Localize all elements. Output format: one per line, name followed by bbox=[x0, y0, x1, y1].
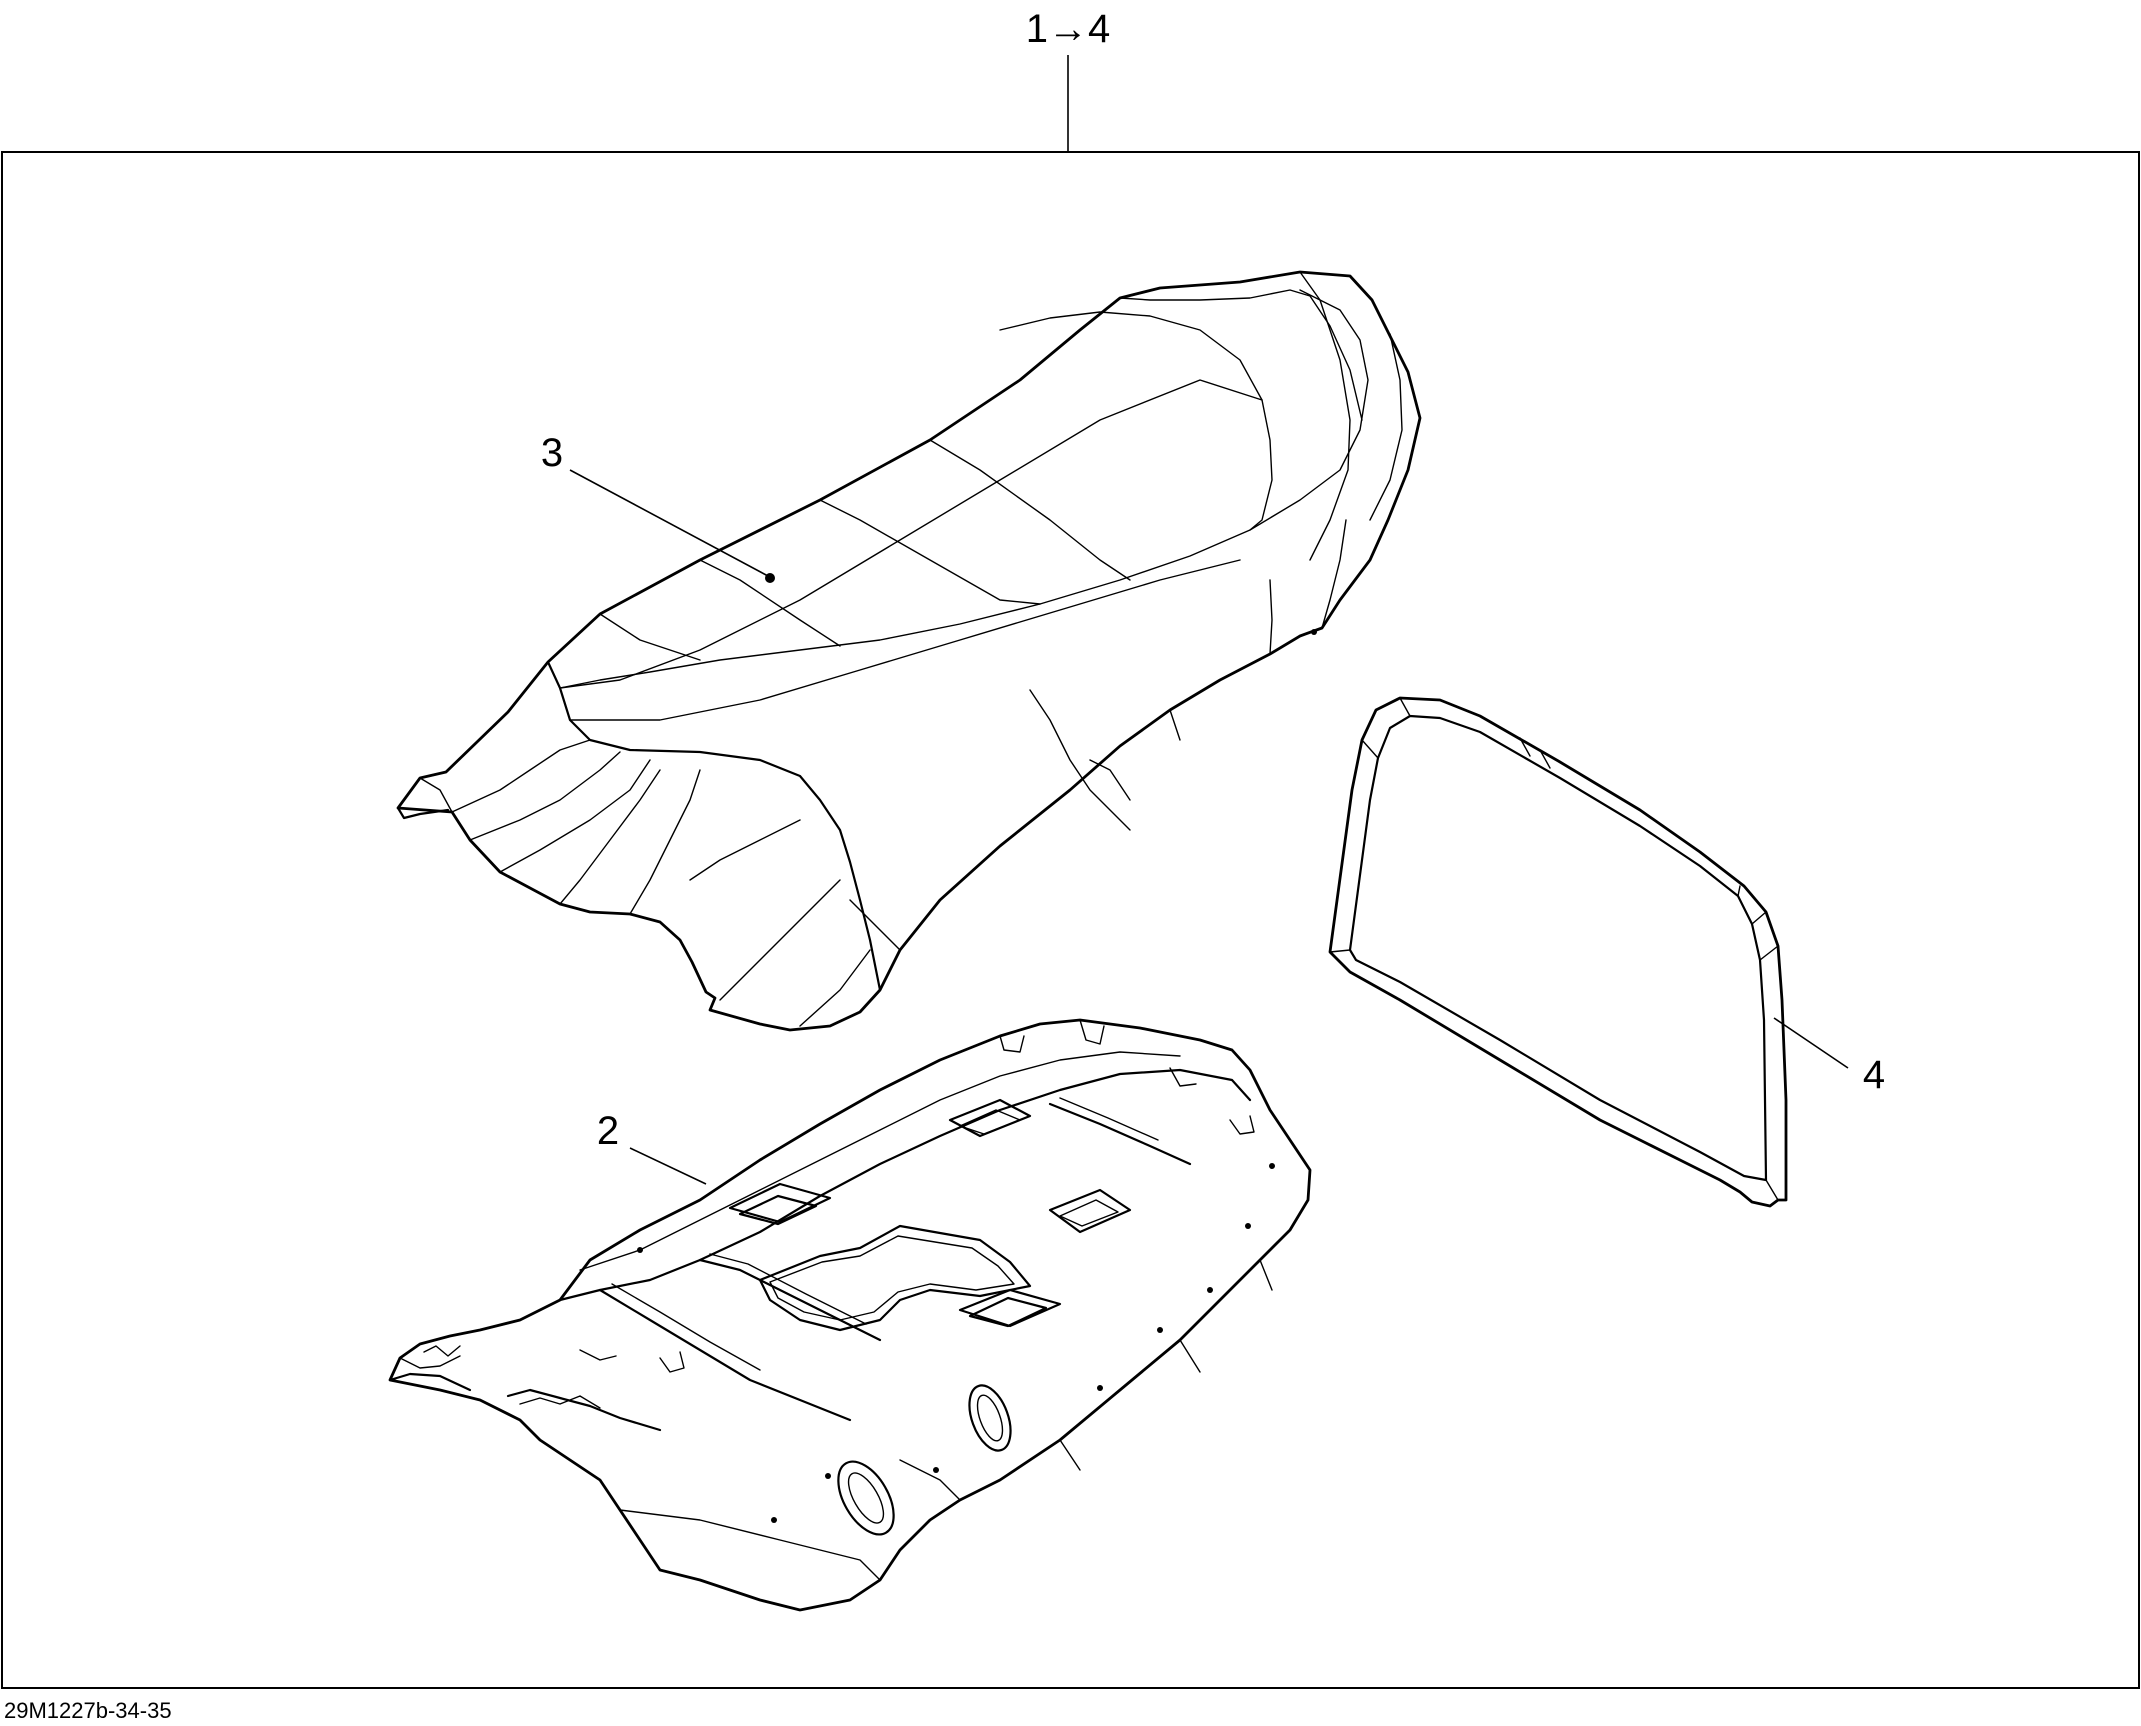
callout-2-label: 2 bbox=[597, 1109, 619, 1153]
foam-insert-drawing bbox=[1328, 696, 1788, 1208]
callout-3-label: 3 bbox=[541, 431, 563, 475]
callout-3-leader bbox=[569, 469, 769, 577]
figure-code: 29M1227b-34-35 bbox=[4, 1698, 172, 1723]
callout-4-leader bbox=[1773, 1017, 1849, 1069]
seat-base-drawing bbox=[388, 1018, 1312, 1612]
callout-2-leader bbox=[629, 1147, 707, 1185]
assembly-frame bbox=[1, 151, 2140, 1689]
callout-4-label: 4 bbox=[1863, 1053, 1885, 1097]
group-callout-label: 1→4 bbox=[1026, 7, 1111, 51]
seat-cover-drawing bbox=[396, 270, 1422, 1032]
